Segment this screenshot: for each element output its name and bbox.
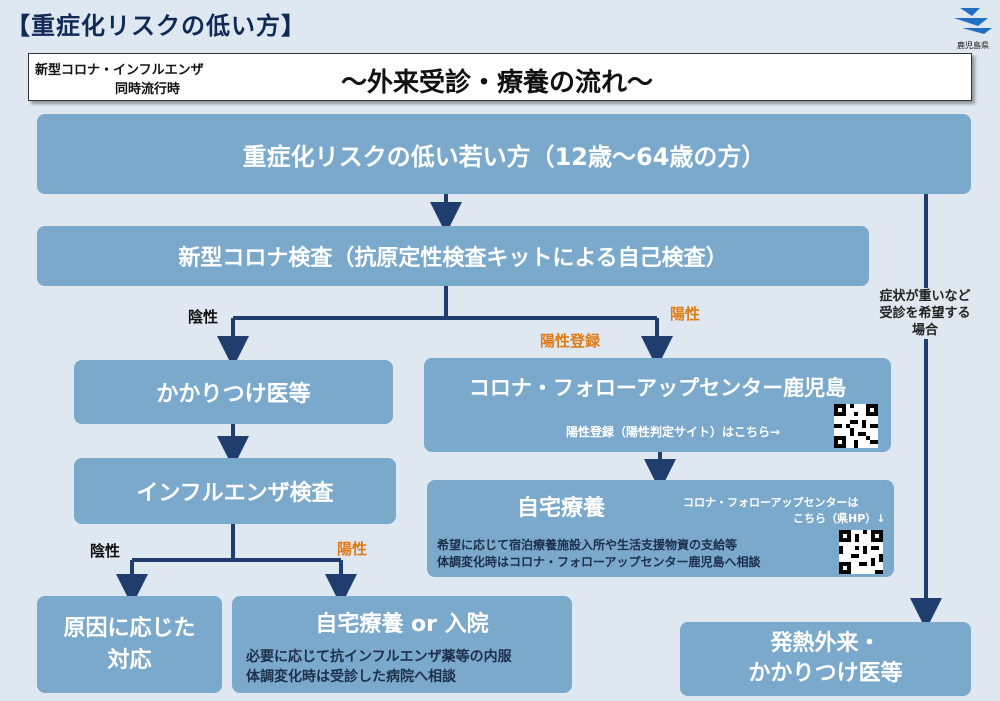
subtitle-main: ～外来受診・療養の流れ～ — [341, 68, 654, 98]
box-corona-test: 新型コロナ検査（抗原定性検査キットによる自己検査） — [37, 226, 869, 286]
qr-code-registration[interactable] — [834, 404, 878, 448]
logo-text: 鹿児島県 — [957, 41, 989, 50]
box-fever-clinic-line2: かかりつけ医等 — [748, 661, 903, 686]
qr-code-icon — [839, 530, 883, 574]
followup-registration-link[interactable]: 陽性登録（陽性判定サイト）はこちら→ — [566, 425, 781, 439]
box-home-care-title: 自宅療養 — [517, 496, 606, 521]
box-home-or-hospital-line1: 必要に応じて抗インフルエンザ薬等の内服 — [246, 649, 512, 665]
box-home-care: 自宅療養 コロナ・フォローアップセンターは こちら（県HP）↓ 希望に応じて宿泊… — [427, 480, 894, 577]
box-home-care-note2[interactable]: こちら（県HP）↓ — [793, 512, 886, 525]
box-followup-center: コロナ・フォローアップセンター鹿児島 陽性登録（陽性判定サイト）はこちら→ — [424, 358, 891, 452]
box-home-care-note1: コロナ・フォローアップセンターは — [683, 496, 859, 509]
box-low-risk-young-text: 重症化リスクの低い若い方（12歳～64歳の方） — [242, 142, 766, 171]
qr-code-icon — [834, 404, 878, 448]
label-positive-registration: 陽性登録 — [540, 332, 601, 350]
box-kakaritsuke-text: かかりつけ医等 — [156, 382, 311, 407]
subtitle-left-line1: 新型コロナ・インフルエンザ — [35, 63, 204, 78]
box-fever-clinic-line1: 発熱外来・ — [770, 631, 881, 656]
label-positive-corona: 陽性 — [670, 305, 701, 323]
box-low-risk-young: 重症化リスクの低い若い方（12歳～64歳の方） — [37, 114, 971, 194]
box-home-or-hospital: 自宅療養 or 入院 必要に応じて抗インフルエンザ薬等の内服 体調変化時は受診し… — [232, 596, 572, 693]
page-title: 【重症化リスクの低い方】 — [6, 12, 306, 40]
label-severe-symptoms: 症状が重いなど 受診を希望する 場合 — [870, 288, 980, 339]
subtitle-bar: 新型コロナ・インフルエンザ 同時流行時 ～外来受診・療養の流れ～ — [28, 53, 972, 101]
box-kakaritsuke: かかりつけ医等 — [74, 360, 393, 424]
label-positive-flu: 陽性 — [337, 540, 368, 558]
box-flu-test: インフルエンザ検査 — [74, 458, 396, 524]
box-home-care-line2: 体調変化時はコロナ・フォローアップセンター鹿児島へ相談 — [437, 555, 761, 569]
label-negative-corona: 陰性 — [188, 308, 219, 326]
logo-icon — [954, 8, 992, 34]
label-negative-flu: 陰性 — [90, 542, 121, 560]
box-flu-test-text: インフルエンザ検査 — [136, 481, 334, 506]
box-cause-response-text: 原因に応じた対応 — [63, 615, 196, 673]
box-home-or-hospital-title: 自宅療養 or 入院 — [315, 612, 489, 637]
prefecture-logo: 鹿児島県 — [950, 4, 996, 50]
qr-code-prefecture[interactable] — [839, 530, 883, 574]
box-home-care-line1: 希望に応じて宿泊療養施設入所や生活支援物資の支給等 — [437, 538, 738, 552]
box-home-or-hospital-line2: 体調変化時は受診した病院へ相談 — [246, 669, 456, 685]
box-followup-center-title: コロナ・フォローアップセンター鹿児島 — [468, 376, 847, 400]
label-severe-line1: 症状が重いなど — [879, 289, 971, 304]
box-fever-clinic: 発熱外来・ かかりつけ医等 — [680, 622, 971, 696]
box-corona-test-text: 新型コロナ検査（抗原定性検査キットによる自己検査） — [178, 246, 728, 271]
subtitle-left-line2: 同時流行時 — [115, 82, 181, 97]
label-severe-line2: 受診を希望する — [879, 306, 971, 321]
label-severe-line3: 場合 — [911, 323, 938, 338]
box-cause-response: 原因に応じた対応 — [37, 596, 222, 693]
